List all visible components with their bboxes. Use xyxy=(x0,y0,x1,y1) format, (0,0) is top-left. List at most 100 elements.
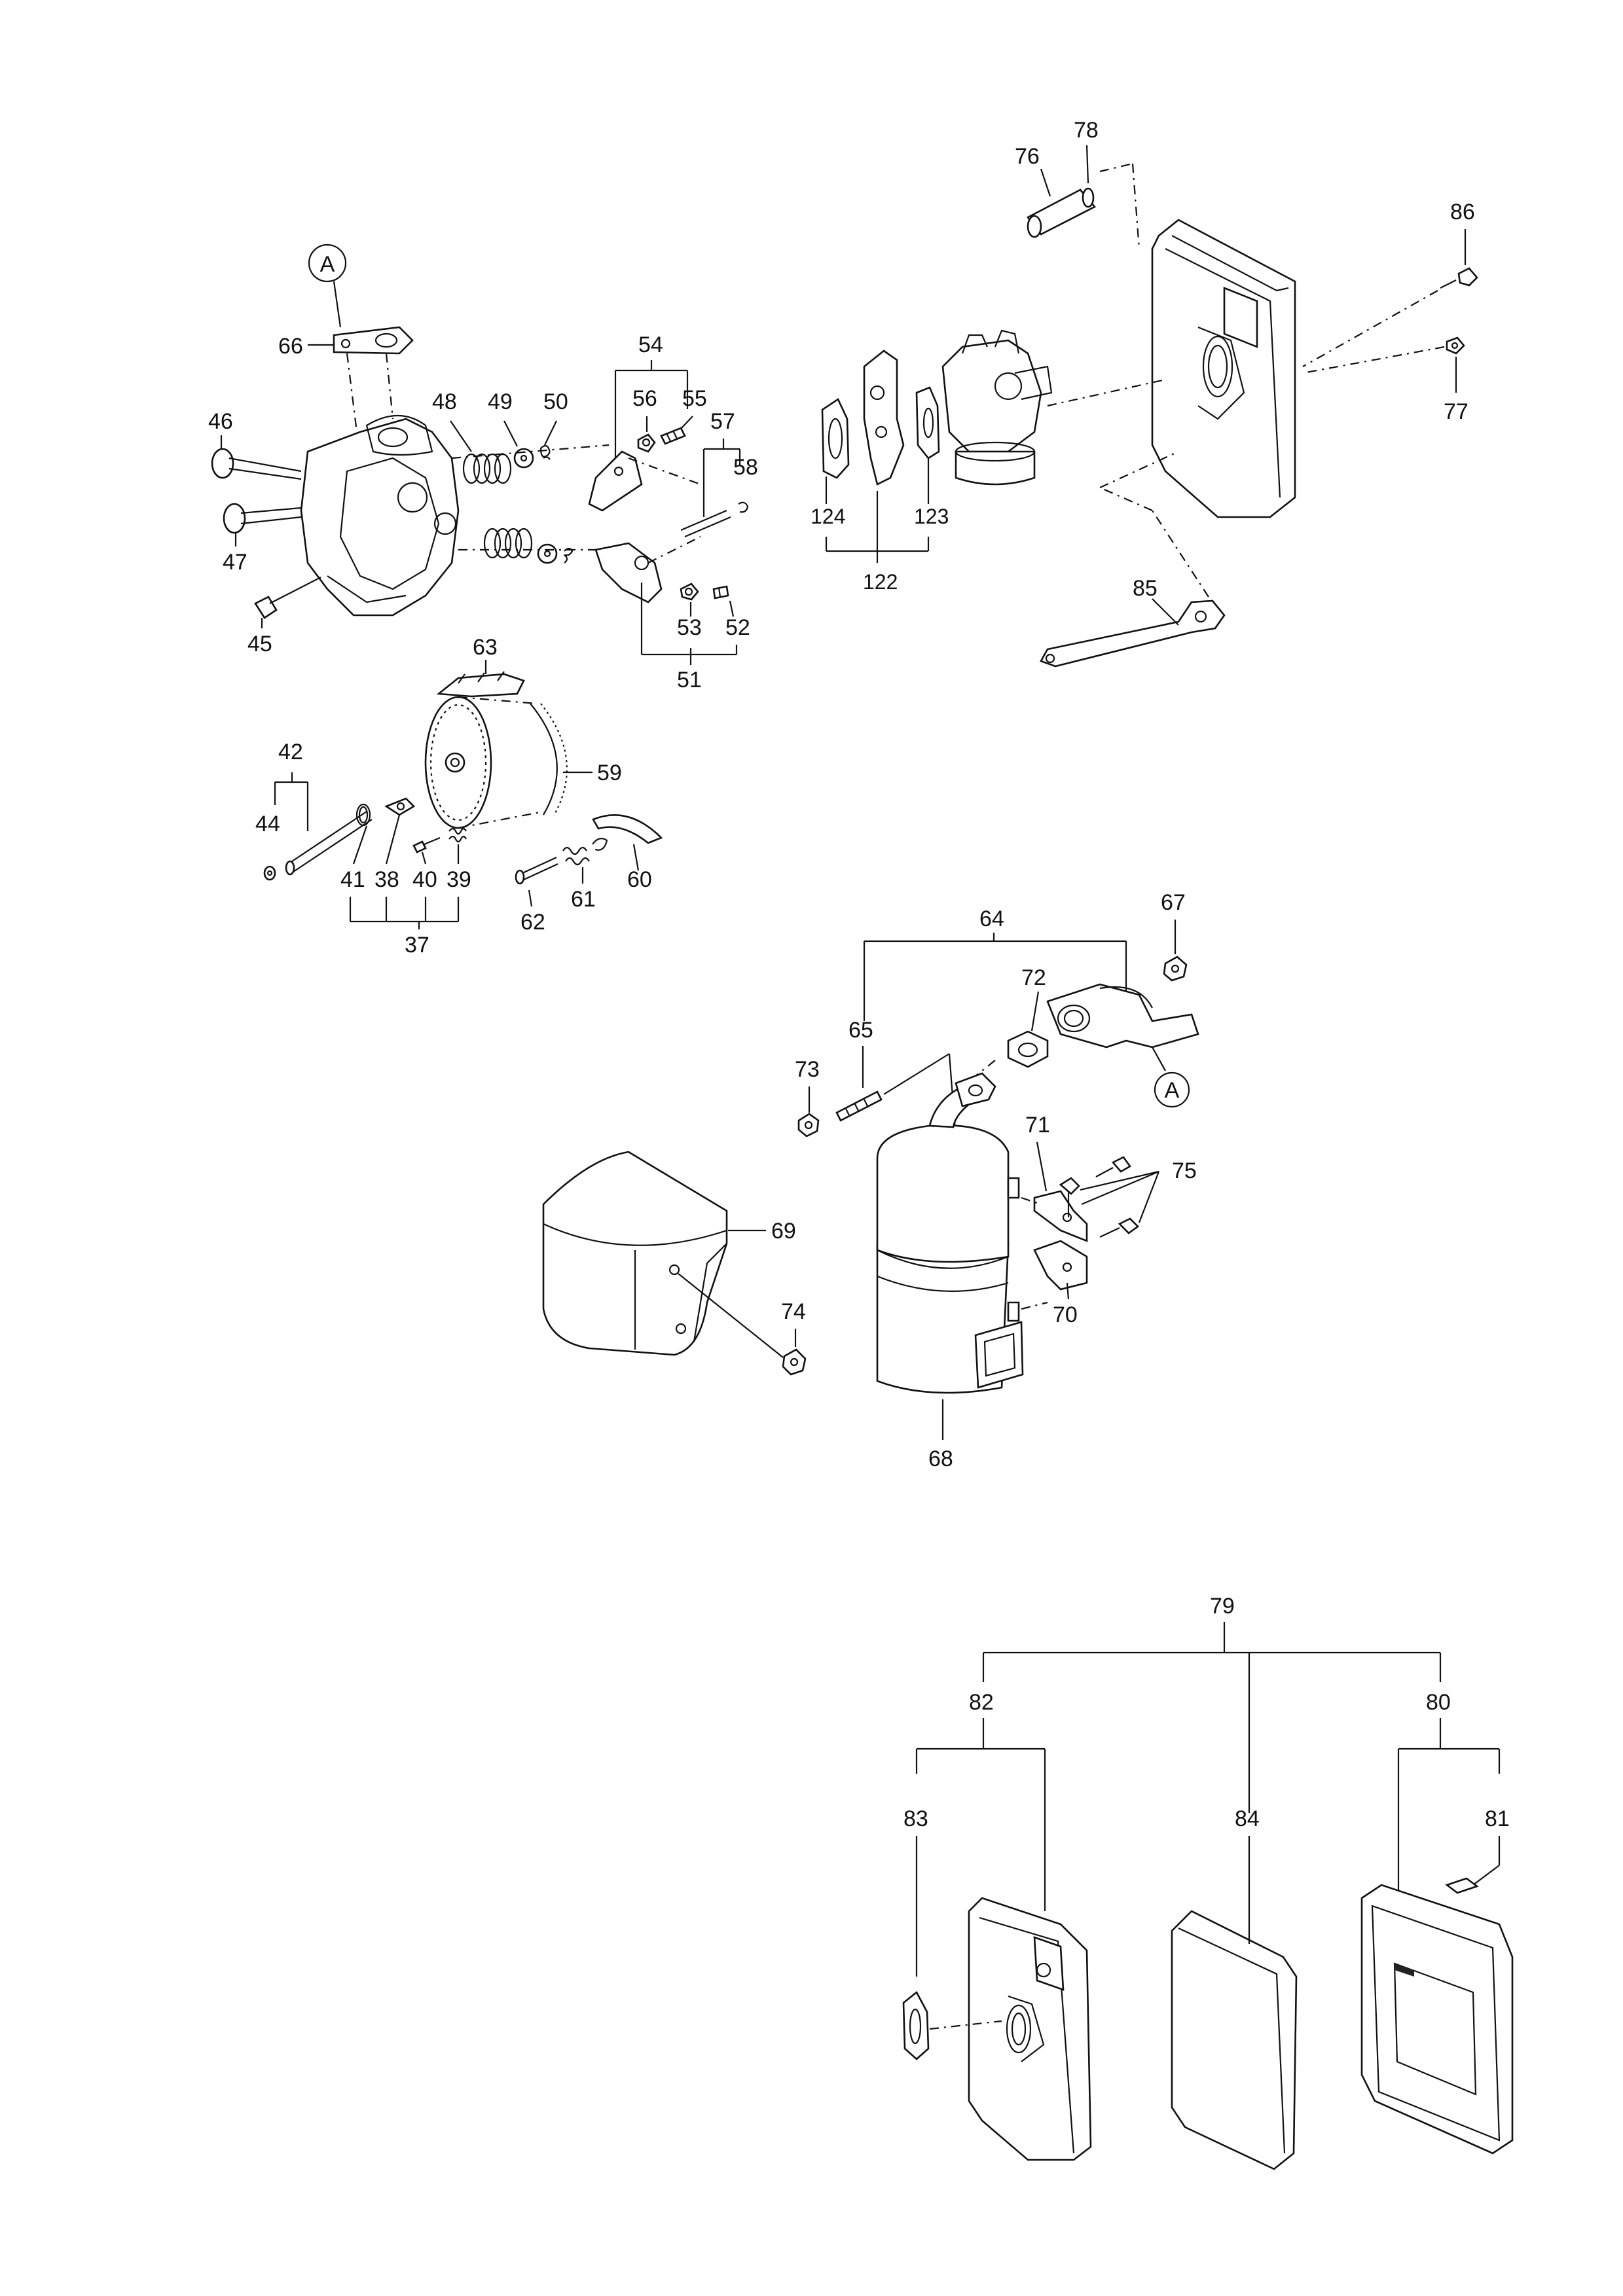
label-82: 82 xyxy=(969,1690,994,1715)
label-123: 123 xyxy=(914,505,949,528)
bolt-75-a xyxy=(1059,1177,1080,1217)
label-64: 64 xyxy=(979,906,1004,931)
label-59: 59 xyxy=(597,761,622,785)
adjust-screw-52 xyxy=(712,585,729,600)
label-79: 79 xyxy=(1210,1594,1235,1619)
label-68: 68 xyxy=(928,1446,953,1471)
label-69: 69 xyxy=(771,1219,796,1244)
gasket-83 xyxy=(902,1991,930,2060)
nut-53 xyxy=(680,583,699,601)
reference-marker-a-circle xyxy=(308,243,347,283)
muffler-group: 64 67 A 72 xyxy=(542,890,1199,1471)
label-37: 37 xyxy=(405,933,429,958)
ring-41 xyxy=(356,803,371,827)
label-63: 63 xyxy=(473,635,498,660)
gasket-72 xyxy=(1007,1030,1049,1068)
clip-38 xyxy=(384,797,416,816)
bolt-86 xyxy=(1440,267,1478,289)
label-65: 65 xyxy=(848,1018,873,1043)
valve-46 xyxy=(211,448,302,480)
label-86: 86 xyxy=(1450,200,1475,224)
label-45: 45 xyxy=(247,632,272,656)
label-47: 47 xyxy=(223,550,247,575)
label-57: 57 xyxy=(710,409,735,434)
reference-marker-a-circle-2 xyxy=(1154,1071,1190,1108)
label-76: 76 xyxy=(1015,144,1040,169)
gasket-66 xyxy=(333,326,414,355)
label-77: 77 xyxy=(1444,399,1468,424)
governor-shaft-42 xyxy=(285,811,373,876)
spring-61 xyxy=(562,837,608,866)
label-50: 50 xyxy=(543,389,568,414)
bracket-71 xyxy=(1033,1190,1088,1242)
label-66: 66 xyxy=(278,334,303,359)
muffler-cover-69 xyxy=(542,1151,728,1356)
bracket-85 xyxy=(1040,600,1226,668)
clip-58 xyxy=(738,501,749,513)
label-61: 61 xyxy=(571,887,596,912)
label-40: 40 xyxy=(412,867,437,892)
bolt-75-b xyxy=(1095,1156,1131,1177)
cylinder-head xyxy=(300,415,460,617)
air-cleaner-case-82 xyxy=(968,1897,1092,2161)
muffler-68 xyxy=(876,1072,1024,1394)
valve-47 xyxy=(223,503,302,534)
reference-marker-a: A xyxy=(320,252,335,277)
reference-marker-a-2: A xyxy=(1165,1078,1180,1103)
pin-40 xyxy=(412,836,441,853)
nut-77 xyxy=(1446,336,1465,355)
bolt-75-c xyxy=(1099,1217,1140,1238)
spring-39 xyxy=(448,827,467,843)
label-74: 74 xyxy=(781,1299,806,1324)
label-83: 83 xyxy=(903,1806,928,1831)
exhaust-pipe-64 xyxy=(1046,983,1199,1049)
valve-collet-50 xyxy=(539,444,574,564)
label-44: 44 xyxy=(255,812,280,836)
caution-label-81 xyxy=(1445,1877,1479,1894)
washer-44 xyxy=(263,865,276,881)
label-54: 54 xyxy=(638,332,663,357)
cylinder-head-group: A 66 46 xyxy=(208,243,758,692)
label-48: 48 xyxy=(432,389,457,414)
label-124: 124 xyxy=(811,505,845,528)
air-cleaner-housing xyxy=(1151,219,1296,518)
label-122: 122 xyxy=(863,570,898,594)
bolt-45 xyxy=(254,577,321,619)
rocker-arm-54 xyxy=(588,450,643,512)
air-filter-element-84 xyxy=(1171,1910,1298,2170)
stud-65 xyxy=(835,1090,883,1122)
rocker-arm-51 xyxy=(594,542,663,603)
label-58: 58 xyxy=(733,455,758,480)
label-42: 42 xyxy=(278,740,303,764)
pin-62 xyxy=(515,857,558,885)
governor-group: 63 59 42 44 xyxy=(255,635,663,958)
label-56: 56 xyxy=(632,386,657,411)
nut-56 xyxy=(637,433,656,453)
bracket-70 xyxy=(1033,1240,1088,1291)
adjust-screw-55 xyxy=(660,427,686,445)
nut-67 xyxy=(1163,956,1188,982)
air-cleaner-cover-80 xyxy=(1360,1884,1514,2155)
label-84: 84 xyxy=(1235,1806,1260,1831)
governor-gear-59 xyxy=(424,696,568,829)
breather-tube-76 xyxy=(1027,187,1097,238)
label-85: 85 xyxy=(1133,576,1158,601)
label-71: 71 xyxy=(1025,1113,1050,1138)
label-73: 73 xyxy=(795,1057,820,1082)
label-52: 52 xyxy=(725,615,750,640)
label-81: 81 xyxy=(1485,1806,1510,1831)
carburetor xyxy=(941,329,1053,486)
label-60: 60 xyxy=(627,867,652,892)
label-72: 72 xyxy=(1021,965,1046,990)
air-cleaner-assembly-group: 79 82 83 84 80 81 xyxy=(902,1594,1514,2170)
governor-plate-63 xyxy=(436,671,525,698)
gasket-123 xyxy=(915,386,940,459)
label-39: 39 xyxy=(447,867,471,892)
push-rod-57 xyxy=(680,509,731,538)
bolt-74 xyxy=(782,1348,807,1376)
label-49: 49 xyxy=(488,389,513,414)
valve-spring-lower xyxy=(483,528,533,559)
label-75: 75 xyxy=(1172,1158,1197,1183)
label-80: 80 xyxy=(1426,1690,1451,1715)
